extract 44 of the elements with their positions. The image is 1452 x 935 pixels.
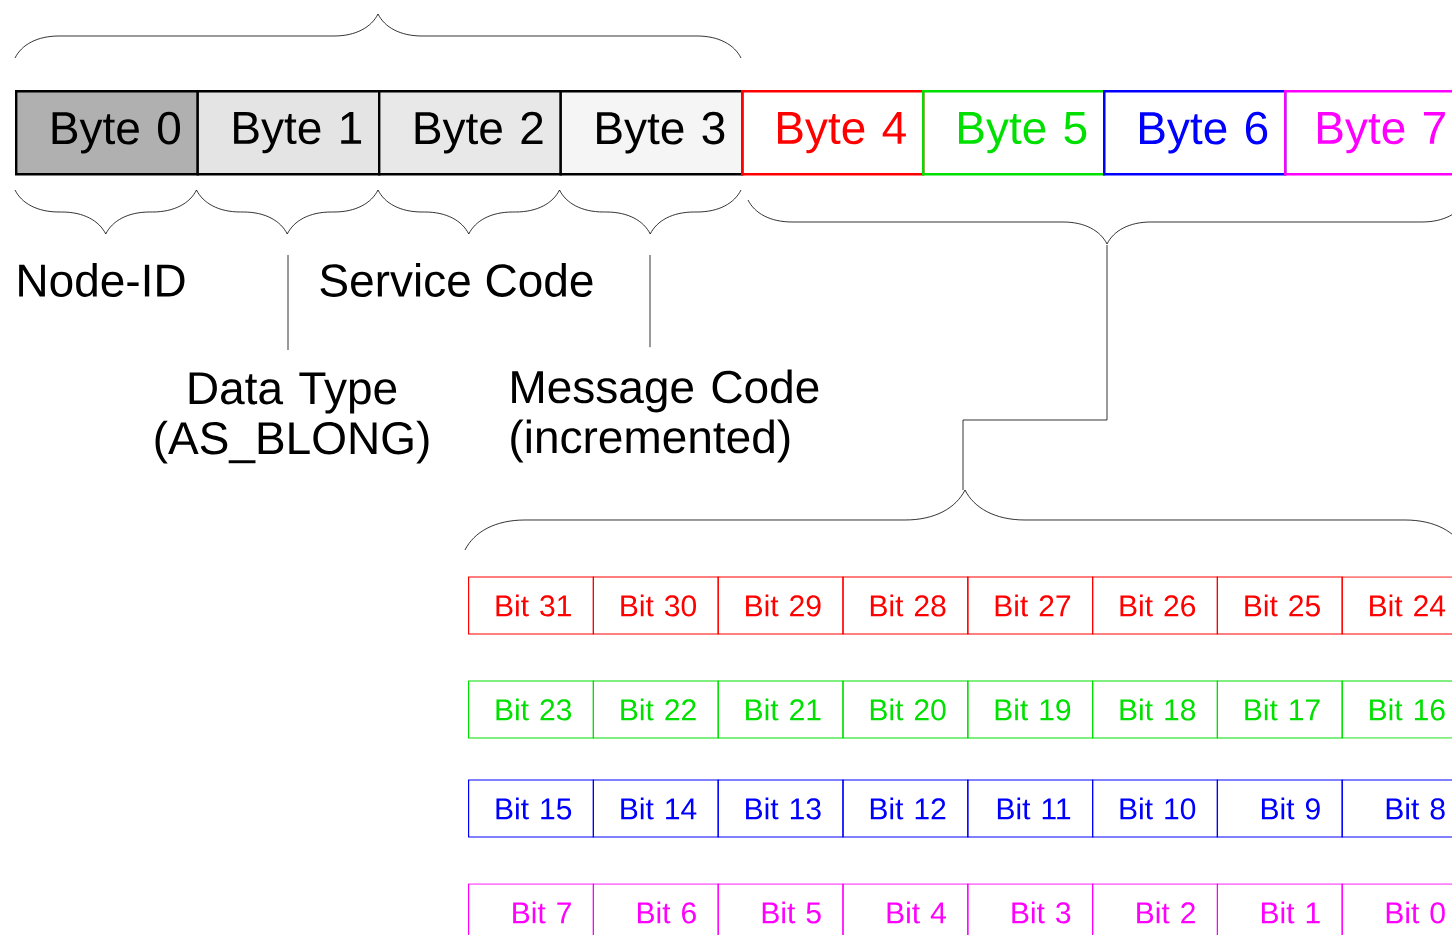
bit-cell: Bit 11 <box>967 779 1094 838</box>
bit-cell: Bit 30 <box>592 576 719 635</box>
bit-cell: Bit 28 <box>842 576 969 635</box>
field-label: Node-ID <box>19 263 185 297</box>
bit-cell: Bit 16 <box>1341 680 1452 739</box>
bit-cell: Bit 21 <box>717 680 844 739</box>
bit-cell: Bit 19 <box>967 680 1094 739</box>
bit-cell: Bit 9 <box>1216 779 1343 838</box>
bit-cell: Bit 20 <box>842 680 969 739</box>
byte-box: Byte 0 <box>15 90 199 176</box>
bit-cell: Bit 12 <box>842 779 969 838</box>
field-label: Service Code <box>320 263 593 297</box>
bit-cell: Bit 3 <box>967 883 1094 935</box>
bit-cell: Bit 0 <box>1341 883 1452 935</box>
bit-cell: Bit 14 <box>592 779 719 838</box>
bit-cell: Bit 31 <box>468 576 594 635</box>
bit-cell: Bit 13 <box>717 779 844 838</box>
byte-box: Byte 7 <box>1284 90 1452 176</box>
text-label: Data Type (AS_BLONG) <box>155 372 429 464</box>
text-label: Message Code (incremented) <box>511 369 819 463</box>
bit-cell: Bit 1 <box>1216 883 1343 935</box>
bit-cell: Bit 4 <box>842 883 969 935</box>
byte-box: Byte 1 <box>196 90 381 176</box>
bit-cell: Bit 7 <box>468 883 594 935</box>
bit-cell: Bit 18 <box>1092 680 1218 739</box>
bit-cell: Bit 29 <box>717 576 844 635</box>
bit-cell: Bit 10 <box>1092 779 1218 838</box>
bit-cell: Bit 22 <box>592 680 719 739</box>
bit-cell: Bit 27 <box>967 576 1094 635</box>
bit-cell: Bit 6 <box>592 883 719 935</box>
bit-cell: Bit 25 <box>1216 576 1343 635</box>
byte-box: Byte 3 <box>559 90 744 176</box>
bit-cell: Bit 15 <box>468 779 594 838</box>
bit-cell: Bit 5 <box>717 883 844 935</box>
byte-box: Byte 6 <box>1103 90 1287 176</box>
bit-cell: Bit 8 <box>1341 779 1452 838</box>
byte-box: Byte 4 <box>741 90 925 176</box>
byte-box: Byte 5 <box>922 90 1106 176</box>
bit-cell: Bit 26 <box>1092 576 1218 635</box>
bit-cell: Bit 24 <box>1341 576 1452 635</box>
bit-cell: Bit 2 <box>1092 883 1218 935</box>
bit-cell: Bit 17 <box>1216 680 1343 739</box>
byte-box: Byte 2 <box>378 90 562 176</box>
bit-cell: Bit 23 <box>468 680 594 739</box>
